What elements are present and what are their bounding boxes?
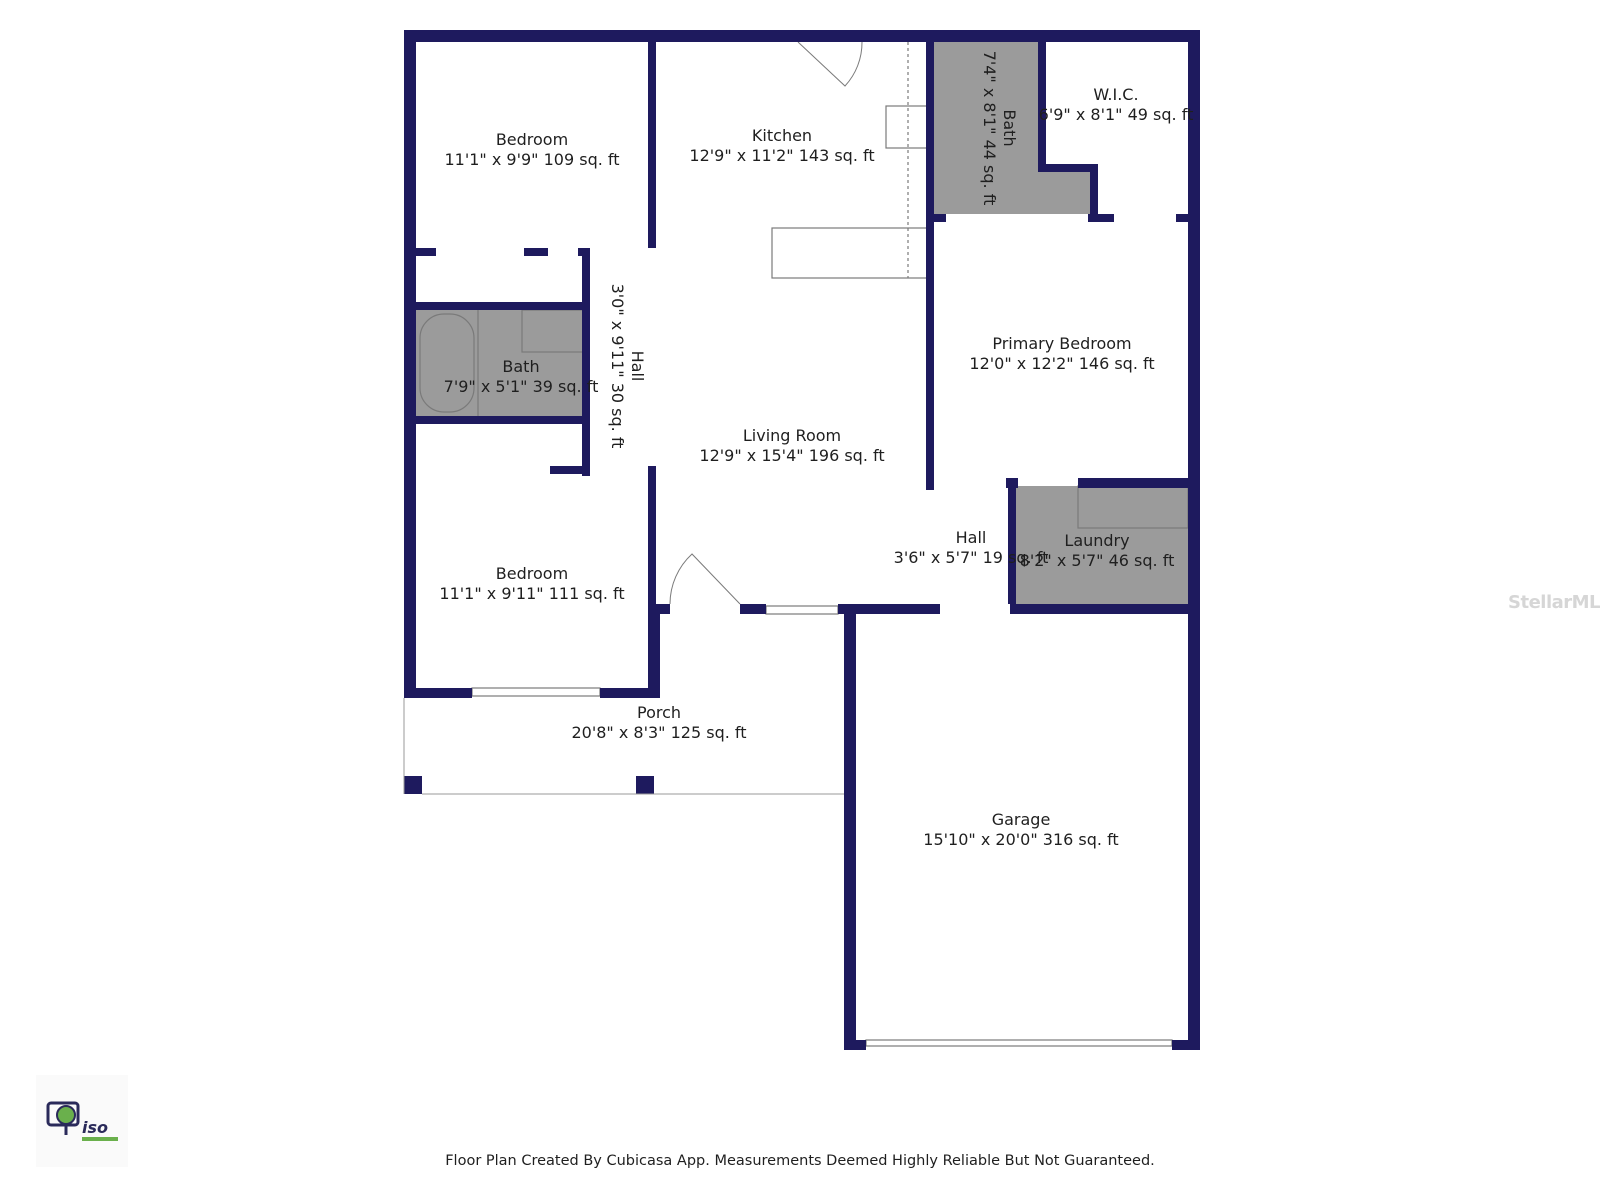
room-dims: 12'0" x 12'2" 146 sq. ft (969, 354, 1155, 373)
room-name: Bedroom (495, 130, 569, 149)
room-dims: 6'9" x 8'1" 49 sq. ft (1038, 105, 1194, 124)
door-swing-kitchen (797, 41, 863, 87)
room-bath-primary: Bath 7'4" x 8'1" 44 sq. ft (979, 51, 1019, 206)
room-laundry: Laundry 8'2" x 5'7" 46 sq. ft (1020, 531, 1175, 571)
footer-disclaimer: Floor Plan Created By Cubicasa App. Meas… (445, 1153, 1155, 1169)
room-primary-bedroom: Primary Bedroom 12'0" x 12'2" 146 sq. ft (969, 334, 1154, 374)
room-bath2: Bath 7'9" x 5'1" 39 sq. ft (444, 357, 599, 397)
kitchen-island (771, 227, 929, 279)
room-name: Hall (955, 528, 987, 547)
room-bedroom1: Bedroom 11'1" x 9'9" 109 sq. ft (444, 130, 619, 170)
bath-primary-fill (934, 42, 1092, 214)
room-bedroom2: Bedroom 11'1" x 9'11" 111 sq. ft (439, 564, 624, 604)
room-name: Hall (628, 350, 647, 382)
kitchen-fridge-nook (885, 105, 929, 149)
room-name: W.I.C. (1093, 85, 1139, 104)
room-dims: 12'9" x 15'4" 196 sq. ft (699, 446, 885, 465)
iso-logo: iso (36, 1075, 128, 1167)
room-hall2: Hall 3'6" x 5'7" 19 sq. ft (894, 528, 1049, 568)
watermark: StellarMLS (1508, 592, 1600, 613)
walls (404, 30, 1200, 1050)
room-name: Porch (636, 703, 682, 722)
room-name: Primary Bedroom (992, 334, 1132, 353)
window-living (765, 605, 839, 615)
room-dims: 7'4" x 8'1" 44 sq. ft (980, 50, 999, 206)
room-dims: 7'9" x 5'1" 39 sq. ft (443, 377, 599, 396)
porch-outline (403, 698, 844, 795)
room-living: Living Room 12'9" x 15'4" 196 sq. ft (699, 426, 884, 466)
room-name: Kitchen (751, 126, 813, 145)
room-name: Laundry (1064, 531, 1130, 550)
room-name: Living Room (742, 426, 842, 445)
door-swing-entry (669, 553, 741, 605)
room-dims: 20'8" x 8'3" 125 sq. ft (571, 723, 747, 742)
room-dims: 3'0" x 9'11" 30 sq. ft (608, 283, 627, 449)
room-name: Bath (1000, 109, 1019, 147)
room-kitchen: Kitchen 12'9" x 11'2" 143 sq. ft (689, 126, 874, 166)
room-garage: Garage 15'10" x 20'0" 316 sq. ft (923, 810, 1118, 850)
room-name: Bedroom (495, 564, 569, 583)
room-dims: 12'9" x 11'2" 143 sq. ft (689, 146, 875, 165)
camera-pin-icon: iso (46, 1101, 118, 1141)
room-dims: 11'1" x 9'9" 109 sq. ft (444, 150, 620, 169)
bathtub (419, 313, 475, 413)
room-hall1: Hall 3'0" x 9'11" 30 sq. ft (607, 284, 647, 449)
room-wic: W.I.C. 6'9" x 8'1" 49 sq. ft (1039, 85, 1194, 125)
room-porch: Porch 20'8" x 8'3" 125 sq. ft (571, 703, 746, 743)
wet-room-fills (414, 42, 1188, 604)
room-dims: 8'2" x 5'7" 46 sq. ft (1019, 551, 1175, 570)
logo-text: iso (82, 1118, 108, 1137)
room-dims: 3'6" x 5'7" 19 sq. ft (893, 548, 1049, 567)
room-dims: 15'10" x 20'0" 316 sq. ft (923, 830, 1119, 849)
room-name: Garage (991, 810, 1051, 829)
room-dims: 11'1" x 9'11" 111 sq. ft (439, 584, 625, 603)
garage-door (865, 1039, 1173, 1047)
room-name: Bath (502, 357, 540, 376)
laundry-fill (1016, 486, 1188, 604)
window-bedroom2 (471, 687, 601, 697)
